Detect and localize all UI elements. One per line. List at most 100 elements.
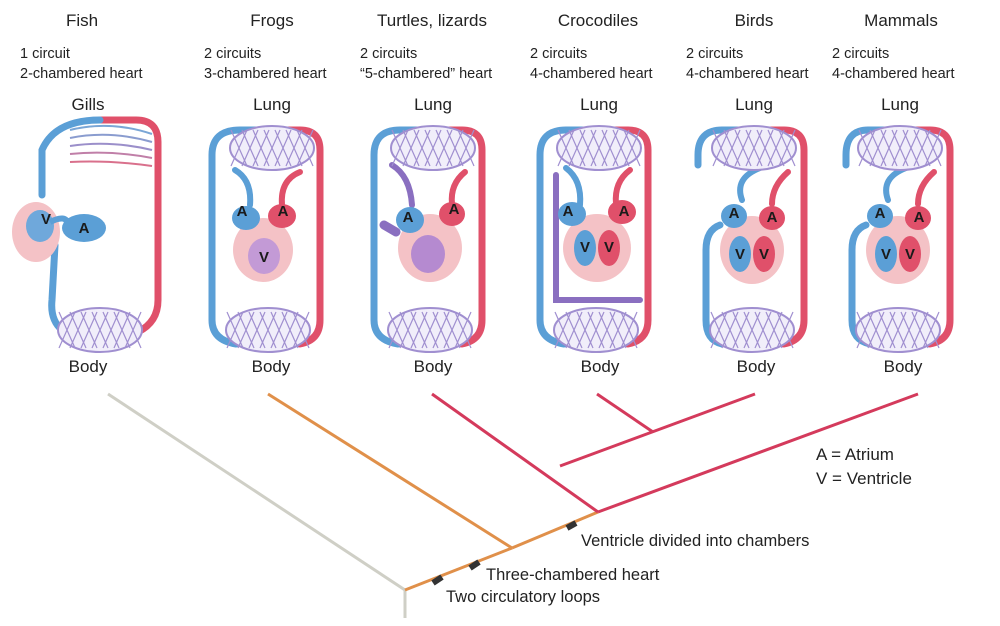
crocodile-systemic-vein: [536, 126, 602, 348]
top-organ-birds: Lung: [735, 95, 773, 114]
circuit-count-mammals: 2 circuits: [832, 46, 889, 62]
animal-name-fish: Fish: [66, 11, 98, 30]
top-organ-mammals: Lung: [881, 95, 919, 114]
bird-lung-capillary-bed: [711, 125, 797, 171]
three-chambered-label: Three-chambered heart: [486, 566, 660, 584]
archosaur-branch: [559, 392, 756, 468]
circuit-count-birds: 2 circuits: [686, 46, 743, 62]
legend: A = Atrium V = Ventricle: [816, 445, 912, 488]
fish-gill-vein-vessel: [38, 116, 104, 199]
heart-type-turtles-lizards: “5-chambered” heart: [360, 66, 492, 82]
fish-panel: Fish 1 circuit 2-chambered heart Gills V…: [12, 11, 162, 376]
bird-systemic-artery: [750, 126, 808, 348]
bottom-organ-turtles-lizards: Body: [414, 357, 453, 376]
chamber-label-mammals-1: A: [914, 209, 925, 226]
turtle-lizard-panel: Turtles, lizards 2 circuits “5-chambered…: [360, 11, 492, 376]
chamber-label-frogs-2: V: [259, 249, 269, 266]
legend-ventricle: V = Ventricle: [816, 469, 912, 488]
amniote-stem-branch: [511, 510, 599, 550]
chamber-label-mammals-0: A: [875, 205, 886, 222]
chamber-label-crocodiles-0: A: [563, 203, 574, 220]
bird-body-capillary-bed: [709, 307, 795, 353]
turtle-systemic-vein: [370, 126, 436, 348]
chamber-label-mammals-2: V: [881, 246, 891, 263]
bird-panel: Birds 2 circuits 4-chambered heart Lung …: [686, 11, 809, 376]
frog-panel: Frogs 2 circuits 3-chambered heart Lung …: [204, 11, 327, 376]
animal-name-birds: Birds: [735, 11, 774, 30]
mammal-panel: Mammals 2 circuits 4-chambered heart Lun…: [832, 11, 955, 376]
two-loops-label: Two circulatory loops: [446, 588, 600, 606]
top-organ-crocodiles: Lung: [580, 95, 618, 114]
chamber-label-turtles-1: A: [449, 201, 460, 218]
gill-filaments: [69, 124, 153, 167]
crocodile-panel: Crocodiles 2 circuits 4-chambered heart …: [530, 11, 653, 376]
animal-name-frogs: Frogs: [250, 11, 293, 30]
turtle-lizard-branch: [431, 392, 599, 514]
crocodile-systemic-artery: [594, 126, 652, 348]
chamber-label-birds-1: A: [767, 209, 778, 226]
chamber-label-turtles-0: A: [403, 209, 414, 226]
bottom-organ-mammals: Body: [884, 357, 923, 376]
top-organ-turtles-lizards: Lung: [414, 95, 452, 114]
heart-type-frogs: 3-chambered heart: [204, 66, 327, 82]
turtle-lung-capillary-bed: [390, 125, 476, 171]
heart-type-fish: 2-chambered heart: [20, 66, 143, 82]
ventricle-divided-marker: [565, 520, 578, 531]
crocodile-body-capillary-bed: [553, 307, 639, 353]
legend-atrium: A = Atrium: [816, 445, 894, 464]
crocodile-heart-shape: [563, 214, 631, 282]
chamber-label-fish-0: V: [41, 211, 51, 228]
chamber-label-crocodiles-1: A: [619, 203, 630, 220]
fish-artery-vessel: [96, 116, 162, 336]
frog-systemic-vein: [208, 126, 276, 348]
fish-body-capillary-bed: [57, 307, 143, 353]
top-organ-frogs: Lung: [253, 95, 291, 114]
mammal-body-capillary-bed: [855, 307, 941, 353]
chamber-label-birds-3: V: [759, 246, 769, 263]
crocodile-branch: [596, 392, 654, 434]
heart-type-mammals: 4-chambered heart: [832, 66, 955, 82]
mammal-pulmonary-vessel: [842, 126, 904, 169]
ventricle-divided-label: Ventricle divided into chambers: [581, 532, 809, 550]
chamber-label-frogs-0: A: [237, 203, 248, 220]
circuit-count-frogs: 2 circuits: [204, 46, 261, 62]
top-organ-fish: Gills: [71, 95, 104, 114]
bottom-organ-fish: Body: [69, 357, 108, 376]
chamber-label-birds-0: A: [729, 205, 740, 222]
animal-name-crocodiles: Crocodiles: [558, 11, 638, 30]
fish-branch: [107, 392, 406, 592]
crocodile-left-aorta: [553, 172, 643, 303]
mammal-systemic-artery: [896, 126, 954, 348]
frog-lung-capillary-bed: [229, 125, 315, 171]
circuit-count-fish: 1 circuit: [20, 46, 70, 62]
chamber-label-mammals-3: V: [905, 246, 915, 263]
frog-systemic-artery: [268, 126, 324, 348]
mammal-lung-capillary-bed: [857, 125, 943, 171]
chamber-label-crocodiles-3: V: [604, 239, 614, 256]
frog-branch: [267, 392, 513, 550]
turtle-systemic-artery: [428, 126, 486, 348]
two-loops-marker: [431, 574, 444, 586]
crocodile-lung-capillary-bed: [556, 125, 642, 171]
heart-type-birds: 4-chambered heart: [686, 66, 809, 82]
fish-heart-atrium-shape: [62, 214, 106, 242]
turtle-mixed-vessel: [389, 162, 415, 208]
chamber-label-crocodiles-2: V: [580, 239, 590, 256]
circuit-count-turtles-lizards: 2 circuits: [360, 46, 417, 62]
bottom-organ-frogs: Body: [252, 357, 291, 376]
animal-name-turtles-lizards: Turtles, lizards: [377, 11, 487, 30]
fish-body-vein-vessel: [48, 241, 66, 334]
circuit-count-crocodiles: 2 circuits: [530, 46, 587, 62]
phylogenetic-tree: Ventricle divided into chambers Three-ch…: [107, 392, 919, 618]
bottom-organ-birds: Body: [737, 357, 776, 376]
animal-name-mammals: Mammals: [864, 11, 938, 30]
bird-pulmonary-vessel: [694, 126, 758, 169]
frog-body-capillary-bed: [225, 307, 311, 353]
chamber-label-fish-1: A: [79, 220, 90, 237]
heart-type-crocodiles: 4-chambered heart: [530, 66, 653, 82]
chamber-label-birds-2: V: [735, 246, 745, 263]
turtle-body-capillary-bed: [387, 307, 473, 353]
bottom-organ-crocodiles: Body: [581, 357, 620, 376]
chamber-label-frogs-1: A: [278, 203, 289, 220]
